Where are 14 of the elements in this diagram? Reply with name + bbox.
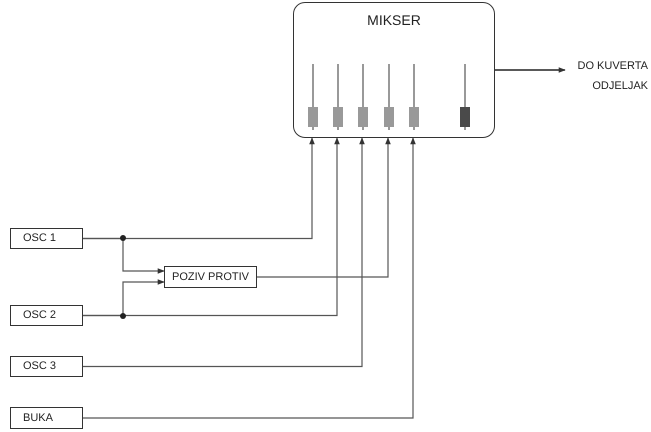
process-box: OSC 3 bbox=[10, 356, 83, 377]
mixer-box bbox=[293, 2, 495, 138]
process-box: POZIV PROTIV bbox=[164, 266, 257, 288]
process-box: OSC 2 bbox=[10, 305, 83, 326]
arrow bbox=[83, 137, 365, 368]
arrow bbox=[495, 67, 566, 73]
arrow bbox=[83, 137, 416, 419]
arrow bbox=[83, 238, 165, 274]
process-box: BUKA bbox=[10, 407, 83, 429]
process-box: OSC 1 bbox=[10, 228, 83, 249]
arrow bbox=[83, 137, 340, 316]
arrow bbox=[257, 137, 391, 278]
box-title: MIKSER bbox=[366, 12, 422, 28]
output-label: DO KUVERTA ODJELJAK bbox=[568, 56, 648, 92]
